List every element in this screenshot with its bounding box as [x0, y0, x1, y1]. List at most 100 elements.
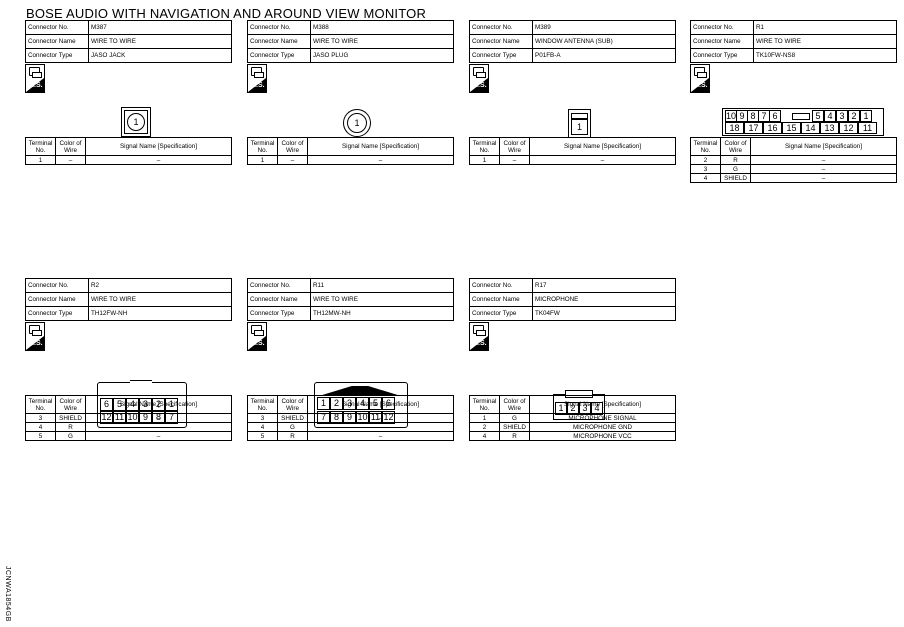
signal-name-cell: MICROPHONE GND: [529, 422, 676, 432]
signal-name-cell: MICROPHONE SIGNAL: [529, 413, 676, 423]
terminal-no-cell: 5: [247, 431, 278, 441]
pin-cavity: 18: [725, 122, 744, 134]
terminal-no-cell: 3: [690, 164, 721, 174]
signal-name-header: Signal Name [Specification]: [307, 137, 454, 156]
connector-type-label: Connector Type: [247, 48, 311, 63]
terminal-no-header: Terminal No.: [25, 137, 56, 156]
connector-number-label: Connector No.: [247, 278, 311, 293]
connector-type-value: TH12FW-NH: [88, 306, 232, 321]
pin-cavity: 6: [769, 110, 781, 122]
connector-name-value: WINDOW ANTENNA (SUB): [532, 34, 676, 49]
triangle-mark: [248, 336, 266, 350]
connector-glyph-icon: [29, 325, 42, 336]
connector-number-value: R17: [532, 278, 676, 293]
terminal-no-cell: 2: [690, 155, 721, 165]
jack-inner-square: [124, 110, 148, 134]
connector-type-value: JASO JACK: [88, 48, 232, 63]
hs-label: H.S.: [251, 82, 265, 89]
connector-name-value: WIRE TO WIRE: [310, 292, 454, 307]
connector-type-value: JASO PLUG: [310, 48, 454, 63]
wire-color-cell: R: [499, 431, 530, 441]
connector-name-label: Connector Name: [247, 34, 311, 49]
color-of-wire-header: Color of Wire: [277, 395, 308, 414]
pin-cavity: 5: [812, 110, 824, 122]
signal-name-header: Signal Name [Specification]: [85, 137, 232, 156]
connector-name-label: Connector Name: [469, 292, 533, 307]
latch-mark: [319, 386, 401, 396]
triangle-mark: [26, 336, 44, 350]
signal-name-cell: –: [750, 173, 897, 183]
color-of-wire-header: Color of Wire: [55, 137, 86, 156]
connector-name-value: MICROPHONE: [532, 292, 676, 307]
wire-color-cell: SHIELD: [277, 413, 308, 423]
wire-color-cell: G: [720, 164, 751, 174]
wire-color-cell: –: [499, 155, 530, 165]
connector-type-value: TH12MW-NH: [310, 306, 454, 321]
wire-color-cell: R: [720, 155, 751, 165]
terminal-no-header: Terminal No.: [247, 137, 278, 156]
pin-cavity: 16: [763, 122, 782, 134]
plug-outer-circle: [343, 109, 371, 137]
antenna-latch: [571, 113, 588, 119]
color-of-wire-header: Color of Wire: [55, 395, 86, 414]
page-title: BOSE AUDIO WITH NAVIGATION AND AROUND VI…: [26, 6, 427, 21]
wire-color-cell: G: [55, 431, 86, 441]
triangle-mark: [470, 336, 488, 350]
connector-glyph-icon: [251, 67, 264, 78]
connector-number-row: Connector No.M389: [469, 20, 676, 35]
connector-type-value: P01FB-A: [532, 48, 676, 63]
table-row: 1––: [469, 155, 676, 165]
triangle-mark: [248, 78, 266, 92]
latch-mark: [792, 113, 810, 120]
pin-cavity: 3: [836, 110, 848, 122]
connector-number-value: M388: [310, 20, 454, 35]
signal-name-cell: –: [307, 422, 454, 432]
wire-color-cell: –: [277, 155, 308, 165]
connector-type-value: TK04FW: [532, 306, 676, 321]
connector-number-row: Connector No.M387: [25, 20, 232, 35]
signal-name-cell: –: [307, 155, 454, 165]
connector-number-value: M389: [532, 20, 676, 35]
harness-side-icon: H.S.: [247, 322, 267, 351]
pin-cavity: 14: [801, 122, 820, 134]
color-of-wire-header: Color of Wire: [499, 395, 530, 414]
connector-number-value: R1: [753, 20, 897, 35]
hs-label: H.S.: [29, 340, 43, 347]
harness-side-icon: H.S.: [247, 64, 267, 93]
connector-face-figure: 1: [469, 64, 676, 138]
pin-cavity: 1: [860, 110, 872, 122]
color-of-wire-header: Color of Wire: [499, 137, 530, 156]
connector-number-label: Connector No.: [690, 20, 754, 35]
connector-type-label: Connector Type: [247, 306, 311, 321]
connector-number-row: Connector No.R17: [469, 278, 676, 293]
signal-name-cell: –: [307, 431, 454, 441]
terminal-no-header: Terminal No.: [690, 137, 721, 156]
pin-cavity: 2: [848, 110, 860, 122]
connector-number-row: Connector No.M388: [247, 20, 454, 35]
hs-label: H.S.: [473, 340, 487, 347]
connector-number-row: Connector No.R1: [690, 20, 897, 35]
connector-number-label: Connector No.: [25, 20, 89, 35]
connector-glyph-icon: [251, 325, 264, 336]
harness-side-icon: H.S.: [690, 64, 710, 93]
